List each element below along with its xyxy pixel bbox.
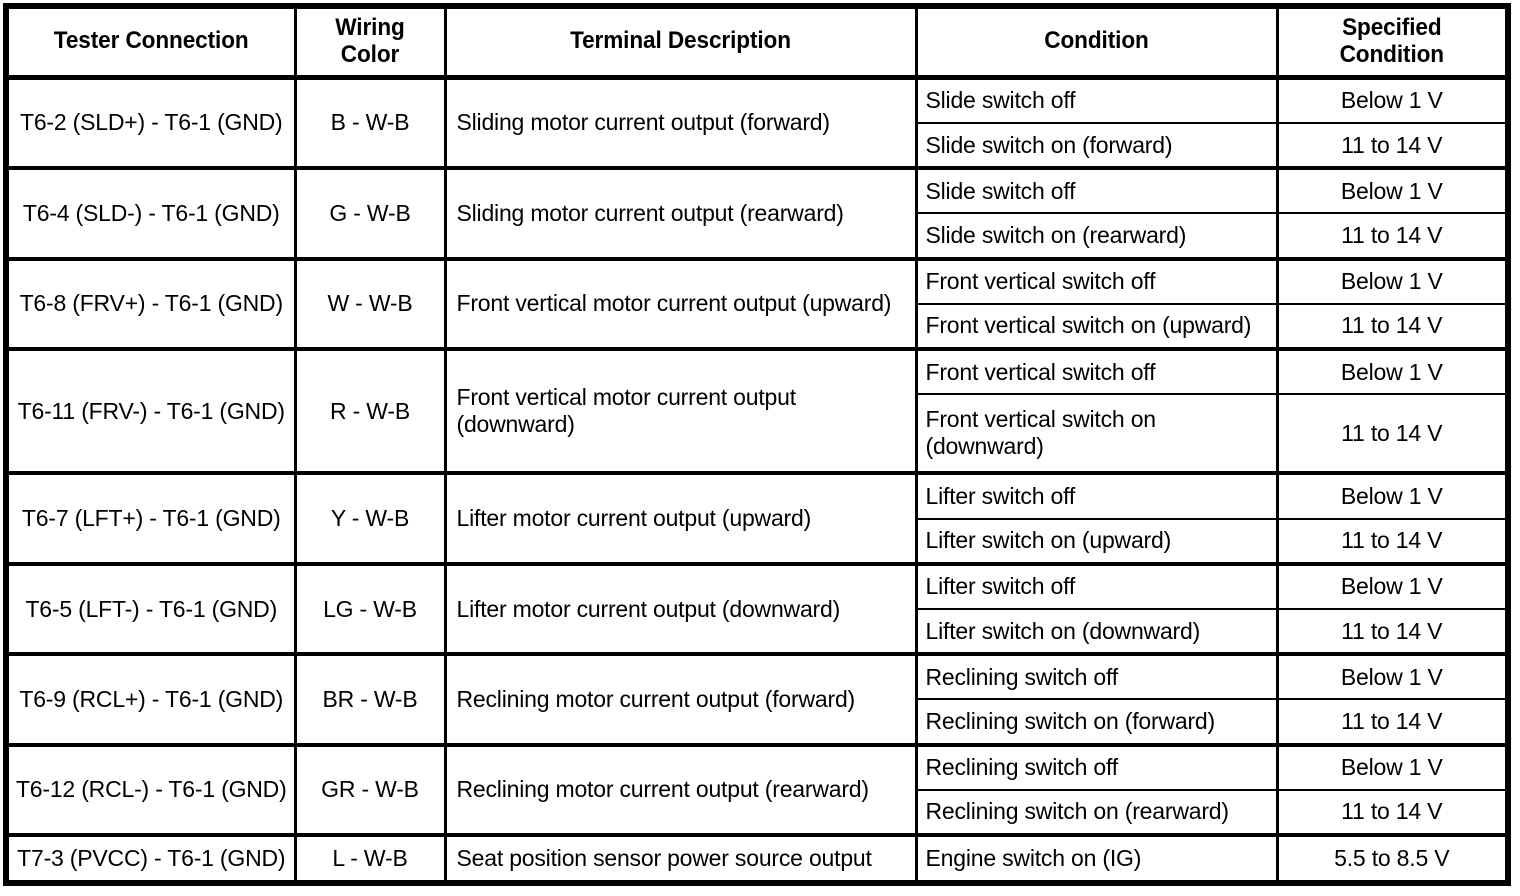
cell-wiring-color: W - W-B — [295, 256, 447, 350]
table-header: Tester Connection Wiring Color Terminal … — [6, 6, 1508, 80]
cell-condition: Lifter switch off — [916, 471, 1279, 519]
cell-specified-condition: 11 to 14 V — [1277, 122, 1508, 169]
table-row: Reclining switch on (rearward)11 to 14 V — [6, 788, 1508, 836]
cell-specified-condition: Below 1 V — [1277, 652, 1508, 700]
cell-specified-condition: 5.5 to 8.5 V — [1277, 833, 1508, 883]
cell-wiring-color: GR - W-B — [295, 742, 447, 836]
cell-condition: Slide switch on (forward) — [916, 122, 1279, 169]
cell-condition: Front vertical switch off — [916, 256, 1279, 304]
column-header-condition: Condition — [926, 6, 1268, 80]
cell-specified-condition: Below 1 V — [1340, 87, 1443, 114]
cell-tester-connection: T6-8 (FRV+) - T6-1 (GND) — [6, 256, 297, 350]
cell-terminal-description: Sliding motor current output (forward) — [445, 77, 918, 169]
cell-condition: Engine switch on (IG) — [916, 833, 1279, 883]
cell-wiring-color: R - W-B — [295, 347, 447, 474]
cell-condition: Front vertical switch on (upward) — [916, 302, 1279, 350]
terminal-inspection-table: Tester Connection Wiring Color Terminal … — [3, 3, 1511, 886]
cell-terminal-description: Reclining motor current output (forward) — [445, 652, 918, 745]
column-header-terminal-description: Terminal Description — [459, 6, 904, 80]
cell-specified-condition: 11 to 14 V — [1277, 698, 1508, 745]
table-row: Front vertical switch on (upward)11 to 1… — [6, 302, 1508, 350]
column-header-specified-condition: Specified Condition — [1283, 6, 1502, 80]
cell-tester-connection: T6-11 (FRV-) - T6-1 (GND) — [6, 347, 297, 474]
column-header-tester-connection: Tester Connection — [14, 6, 288, 80]
cell-condition: Reclining switch on (rearward) — [916, 788, 1279, 836]
table-row: Slide switch on (rearward)11 to 14 V — [6, 212, 1508, 259]
cell-specified-condition: Below 1 V — [1277, 471, 1508, 519]
cell-wiring-color: LG - W-B — [295, 561, 447, 655]
cell-wiring-color: L - W-B — [295, 833, 447, 883]
cell-tester-connection: T6-4 (SLD-) - T6-1 (GND) — [6, 166, 297, 259]
cell-wiring-color: G - W-B — [295, 166, 447, 259]
cell-terminal-description: Front vertical motor current output (dow… — [445, 347, 918, 474]
cell-wiring-color: B - W-B — [295, 77, 447, 169]
cell-condition: Lifter switch on (upward) — [916, 517, 1279, 564]
cell-condition: Slide switch on (rearward) — [916, 212, 1279, 259]
header-row: Tester Connection Wiring Color Terminal … — [6, 6, 1508, 80]
cell-condition: Reclining switch off — [916, 742, 1279, 790]
column-header-wiring-color: Wiring Color — [299, 6, 442, 80]
cell-specified-condition: Below 1 V — [1277, 742, 1508, 790]
cell-tester-connection: T6-9 (RCL+) - T6-1 (GND) — [6, 652, 297, 745]
table-row: Lifter switch on (upward)11 to 14 V — [6, 517, 1508, 564]
cell-terminal-description: Reclining motor current output (rearward… — [445, 742, 918, 836]
cell-condition: Reclining switch on (forward) — [916, 698, 1279, 745]
cell-terminal-description: Lifter motor current output (downward) — [445, 561, 918, 655]
table-row: Slide switch on (forward)11 to 14 V — [6, 122, 1508, 169]
cell-specified-condition: Below 1 V — [1277, 256, 1508, 304]
cell-specified-condition: 11 to 14 V — [1277, 608, 1508, 655]
cell-tester-connection: T6-7 (LFT+) - T6-1 (GND) — [6, 471, 297, 564]
cell-wiring-color: BR - W-B — [295, 652, 447, 745]
table-row: Front vertical switch on (downward)11 to… — [6, 393, 1508, 474]
cell-tester-connection: T6-12 (RCL-) - T6-1 (GND) — [6, 742, 297, 836]
cell-specified-condition: 11 to 14 V — [1277, 212, 1508, 259]
cell-specified-condition: 11 to 14 V — [1277, 788, 1508, 836]
cell-condition: Lifter switch off — [916, 561, 1279, 610]
cell-condition: Slide switch off — [916, 77, 1279, 124]
cell-terminal-description: Sliding motor current output (rearward) — [445, 166, 918, 259]
table-row: Lifter switch on (downward)11 to 14 V — [6, 608, 1508, 655]
cell-specified-condition: Below 1 V — [1277, 561, 1508, 610]
cell-specified-condition: Below 1 V — [1277, 166, 1508, 214]
cell-tester-connection: T6-2 (SLD+) - T6-1 (GND) — [6, 77, 297, 169]
cell-tester-connection: T7-3 (PVCC) - T6-1 (GND) — [6, 833, 297, 883]
cell-specified-condition: 11 to 14 V — [1277, 393, 1508, 474]
cell-terminal-description: Front vertical motor current output (upw… — [445, 256, 918, 350]
cell-specified-condition: Below 1 V — [1277, 347, 1508, 395]
cell-tester-connection: T6-5 (LFT-) - T6-1 (GND) — [6, 561, 297, 655]
cell-condition: Reclining switch off — [916, 652, 1279, 700]
cell-wiring-color: Y - W-B — [295, 471, 447, 564]
cell-specified-condition: 11 to 14 V — [1277, 517, 1508, 564]
cell-condition: Front vertical switch on (downward) — [916, 393, 1279, 474]
table-row: Reclining switch on (forward)11 to 14 V — [6, 698, 1508, 745]
cell-terminal-description: Lifter motor current output (upward) — [445, 471, 918, 564]
cell-condition: Slide switch off — [916, 166, 1279, 214]
cell-condition: Front vertical switch off — [916, 347, 1279, 395]
cell-terminal-description: Seat position sensor power source output — [445, 833, 918, 883]
cell-specified-condition: 11 to 14 V — [1277, 302, 1508, 350]
cell-condition: Lifter switch on (downward) — [916, 608, 1279, 655]
